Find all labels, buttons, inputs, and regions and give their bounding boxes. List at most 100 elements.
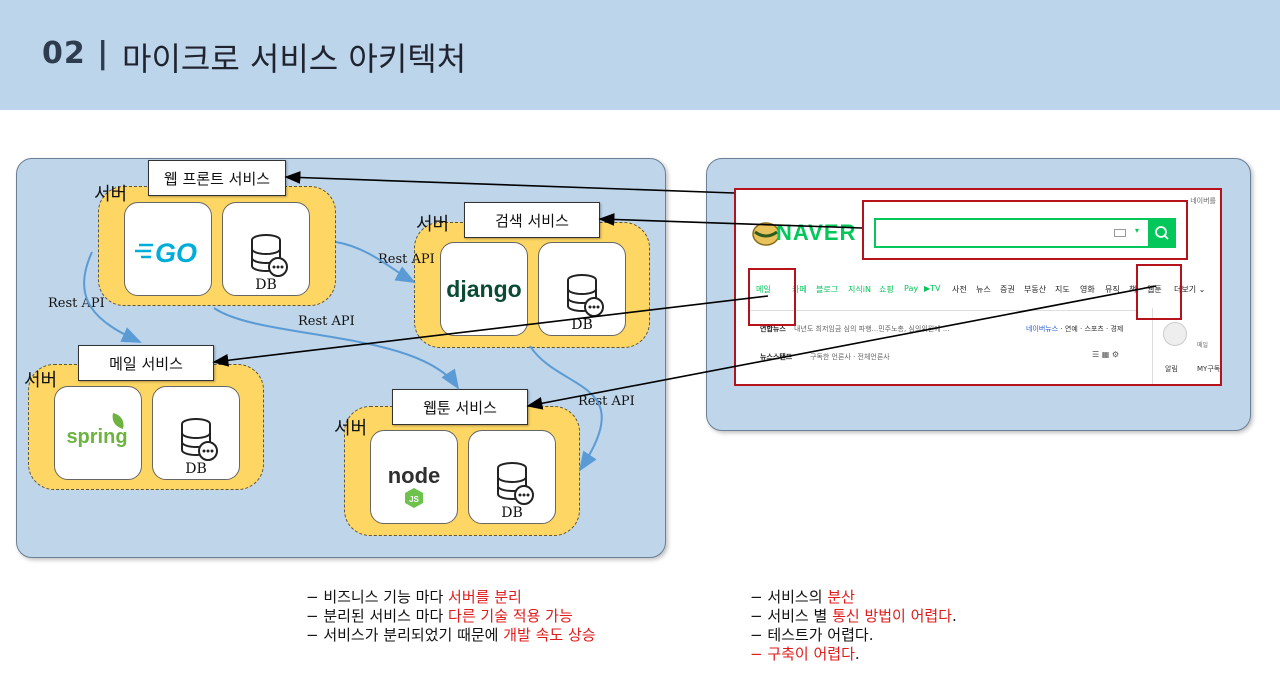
news-tabs: 네이버뉴스 · 연예 · 스포츠 · 경제 [1026,325,1124,333]
mail-highlight-box [748,268,796,326]
sidebar-my-subscribe[interactable]: MY구독 [1197,365,1221,373]
django-logo-tile: django [440,242,528,336]
naver-search-button[interactable] [1148,218,1176,248]
news-tab[interactable]: 연예 [1064,325,1078,333]
go-logo-text: GO [155,238,197,268]
bullet-item: − 분리된 서비스 마다 다른 기술 적용 가능 [306,607,573,625]
naver-screenshot: 네이버를 NAVER ▾ 메일 카페 블로그 지식iN 쇼핑 Pay ▶TV 사전 뉴스 증권 부동… [734,188,1222,386]
search-icon [1155,226,1169,240]
database-icon [497,462,534,505]
view-toggle-icons[interactable]: ☰ ▦ ⚙ [1092,350,1119,359]
news-tab[interactable]: 네이버뉴스 [1026,325,1059,333]
go-logo-tile: GO [124,202,212,296]
naver-top-right-text: 네이버를 [1190,197,1216,205]
naver-divider [748,310,1138,311]
db-label: DB [501,505,523,521]
django-logo-text: django [446,276,521,302]
spring-logo-tile: spring [54,386,142,480]
mail-request-arrow [212,295,769,367]
naver-nav-item[interactable]: 카페 [792,285,807,294]
search-db-tile: DB [538,242,626,336]
search-highlight-box [862,200,1188,260]
front-service-label: 웹 프론트 서비스 [148,160,286,196]
naver-mascot-icon [752,222,780,246]
news-source[interactable]: 연합뉴스 [760,325,786,333]
mail-service-label: 메일 서비스 [78,345,214,381]
bullet-item: − 테스트가 어렵다. [750,626,874,644]
bullet-item: − 비즈니스 기능 마다 서버를 분리 [306,588,522,606]
webtoon-db-tile: DB [468,430,556,524]
bullet-item: − 서비스의 분산 [750,588,855,606]
mail-server-label: 서버 [24,370,58,391]
bullet-item: − 구축이 어렵다. [750,645,860,663]
profile-avatar[interactable] [1163,322,1187,346]
slide-title: 마이크로 서비스 아키텍처 [122,40,467,78]
naver-nav-item[interactable]: 증권 [1000,285,1015,294]
database-icon [567,274,604,317]
search-service-label: 검색 서비스 [464,202,600,238]
naver-nav-item[interactable]: 지식iN [848,285,871,294]
spring-logo-text: spring [66,426,127,448]
nodejs-logo-icon: node JS [388,463,441,508]
front-db-tile: DB [222,202,310,296]
webtoon-request-arrow [526,285,1157,410]
db-label: DB [255,277,277,293]
nodejs-logo-subtext: JS [409,495,419,504]
spring-logo-icon: spring [66,413,128,448]
nodejs-logo-text: node [388,463,441,488]
bullet-item: − 서비스 별 통신 방법이 어렵다. [750,607,957,625]
rest-api-label: Rest API [578,394,635,409]
naver-nav-item[interactable]: 더보기 ⌄ [1174,285,1206,294]
news-tab[interactable]: 스포츠 [1084,325,1104,333]
db-label: DB [571,317,593,333]
rest-api-arrow [529,345,603,472]
naver-nav-item[interactable]: 웹툰 [1147,285,1162,294]
mail-db-tile: DB [152,386,240,480]
slide-header: 02 | 마이크로 서비스 아키텍처 [0,0,1280,110]
database-icon [251,234,288,277]
naver-search-input[interactable]: ▾ [874,218,1150,248]
webtoon-server-label: 서버 [334,418,368,439]
dropdown-arrow-icon[interactable]: ▾ [1134,226,1139,235]
naver-nav-item[interactable]: ▶TV [924,284,941,293]
naver-nav-item[interactable]: Pay [904,284,919,293]
section-number: 02 | [42,36,110,71]
naver-nav-item[interactable]: 메일 [756,285,771,294]
newsstand-title[interactable]: 뉴스스탠드 [760,353,793,361]
db-label: DB [185,461,207,477]
rest-api-label: Rest API [378,252,435,267]
bullet-item: − 서비스가 분리되었기 때문에 개발 속도 상승 [306,626,596,644]
news-tab[interactable]: 경제 [1110,325,1124,333]
rest-api-arrow [213,307,460,390]
webtoon-service-label: 웹툰 서비스 [392,389,528,425]
newsstand-subtitle[interactable]: 구독한 언론사 · 전체언론사 [810,353,890,361]
naver-nav-item[interactable]: 블로그 [816,285,839,294]
keyboard-icon[interactable] [1114,229,1126,237]
naver-nav-item[interactable]: 사전 [952,285,967,294]
django-logo-icon: django [446,276,521,302]
search-request-arrow [598,213,863,229]
naver-nav-item[interactable]: 뮤직 [1105,285,1120,294]
rest-api-label: Rest API [298,314,355,329]
news-headline[interactable]: 내년도 최저임금 심의 파행...민주노총, 심의위원에 ... [794,325,949,333]
naver-nav-item[interactable]: 영화 [1080,285,1095,294]
sidebar-notice[interactable]: 알림 [1165,365,1178,373]
front-request-arrow [284,171,735,194]
naver-nav-item[interactable]: 책 [1129,285,1137,294]
naver-nav-item[interactable]: 뉴스 [976,285,991,294]
nodejs-logo-tile: node JS [370,430,458,524]
rest-api-arrow [83,251,142,343]
webtoon-highlight-box [1136,264,1182,320]
rest-api-arrow [335,241,416,283]
sidebar-mail[interactable]: 메일 [1197,342,1209,349]
naver-logo: NAVER [776,220,857,245]
database-icon [181,418,218,461]
go-logo-icon: GO [135,238,197,268]
search-server-label: 서버 [416,214,450,235]
front-server-label: 서버 [94,184,128,205]
naver-nav-item[interactable]: 부동산 [1024,285,1047,294]
naver-nav-item[interactable]: 지도 [1055,285,1070,294]
naver-nav-item[interactable]: 쇼핑 [879,285,894,294]
naver-sidebar: 메일 알림 MY구독 [1152,308,1221,384]
